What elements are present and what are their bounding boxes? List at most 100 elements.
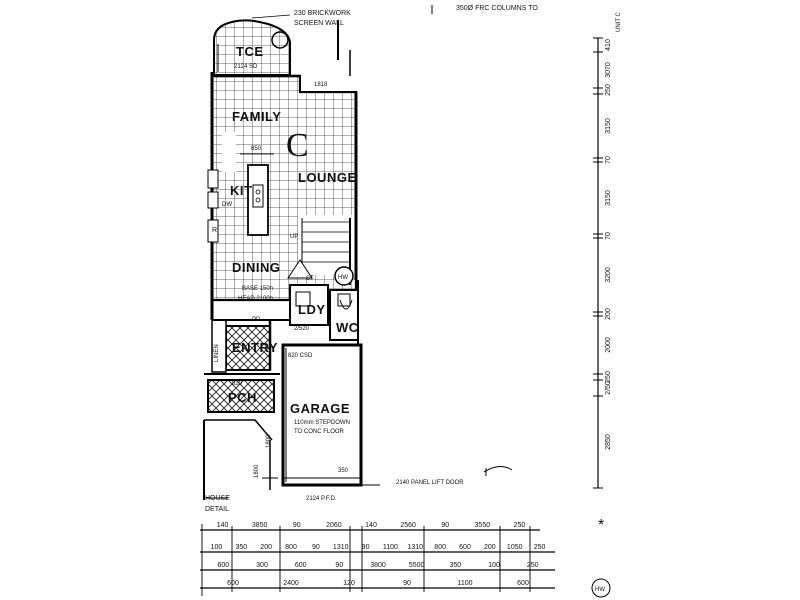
terrace-area: [213, 19, 291, 76]
right-dim-1: 3070: [605, 62, 612, 78]
stepdown-note-2: TO CONC FLOOR: [294, 429, 345, 435]
right-dim-2: 250: [605, 84, 612, 96]
house-note-2: DETAIL: [205, 506, 229, 513]
right-dimension-labels: 4103070250315070315070320020020002502/50…: [605, 39, 612, 450]
room-linen: LINEN: [214, 344, 220, 362]
bottom-dim-r4-3: 90: [403, 580, 411, 587]
kitchen-bench: [207, 169, 219, 243]
right-dim-6: 70: [605, 232, 612, 240]
garage-area: [281, 343, 363, 487]
ldy-dim-note: 2/520: [294, 326, 310, 332]
room-family: FAMILY: [232, 109, 281, 124]
base-note: BASE 150h: [242, 286, 273, 292]
panel-door-note: 2140 PANEL LIFT DOOR: [396, 480, 464, 486]
bottom-dim-r2-0: 100: [211, 544, 223, 551]
right-dim-11: 2/50: [605, 381, 612, 395]
bottom-dim-r2-12: 1050: [507, 544, 523, 551]
csd-note: 820 CSD: [288, 353, 313, 359]
wc-area: [329, 289, 359, 341]
up-note: UP: [290, 234, 298, 240]
laundry-area: [287, 259, 354, 326]
bottom-dim-r4-0: 600: [227, 580, 239, 587]
family-dim-note: 1818: [314, 82, 328, 88]
room-wc: WC: [336, 320, 359, 335]
right-dim-7: 3200: [605, 267, 612, 283]
right-dim-10: 250: [605, 371, 612, 383]
room-pch: PCH: [228, 390, 257, 405]
bottom-dim-r1-2: 90: [293, 522, 301, 529]
living-area-floor: [210, 74, 358, 302]
unit-letter: C: [286, 127, 309, 164]
bottom-dim-r2-1: 350: [235, 544, 247, 551]
panel-door-line: [361, 5, 513, 486]
stepdown-note-1: 110mm STEPDOWN: [294, 420, 350, 426]
house-detail-walls: [203, 419, 278, 500]
bottom-dim-r2-11: 200: [484, 544, 496, 551]
bottom-dim-r4-5: 600: [517, 580, 529, 587]
bottom-dim-r2-5: 1310: [333, 544, 349, 551]
bottom-dim-r3-6: 350: [449, 562, 461, 569]
room-entry: ENTRY: [232, 340, 278, 355]
bottom-dim-r1-7: 3550: [475, 522, 491, 529]
bottom-dim-r1-1: 3850: [252, 522, 268, 529]
bottom-dim-r4-1: 2400: [283, 580, 299, 587]
room-tce: TCE: [236, 44, 264, 59]
room-dining: DINING: [232, 260, 281, 275]
tce-door-note: 2124 SD: [234, 64, 258, 70]
entry-area: [211, 319, 290, 373]
bottom-dim-r1-8: 250: [514, 522, 526, 529]
right-dim-9: 2000: [605, 337, 612, 353]
bottom-dim-r2-4: 90: [312, 544, 320, 551]
hw-note: HW: [338, 275, 348, 281]
unit-c-label: UNIT C: [616, 11, 622, 32]
bottom-dim-r2-2: 200: [260, 544, 272, 551]
dim-1800-lower: 1800: [254, 464, 260, 478]
brickwork-note: 230 BRICKWORK: [294, 10, 351, 17]
bottom-dim-r1-5: 2560: [400, 522, 416, 529]
bottom-dim-r4-4: 1100: [457, 580, 472, 587]
bottom-dimension-lines: [200, 524, 555, 596]
bottom-dim-r2-7: 1100: [383, 544, 398, 551]
room-lounge: LOUNGE: [298, 170, 357, 185]
room-kit: KIT: [230, 183, 252, 198]
garage-pfd-note: 2124 P.F.D.: [306, 496, 337, 502]
bottom-dim-r1-3: 2060: [326, 522, 342, 529]
bottom-dim-r3-5: 5500: [409, 562, 425, 569]
bottom-dim-r3-7: 100: [488, 562, 500, 569]
bottom-dim-r3-4: 3800: [370, 562, 386, 569]
dw-note: DW: [222, 202, 232, 208]
pch-dim-note: 820: [232, 381, 243, 387]
hw-stamp-circle: [591, 578, 611, 598]
st-note: ST: [306, 276, 314, 282]
bottom-dim-r3-2: 600: [295, 562, 307, 569]
asterisk-mark: *: [598, 517, 604, 534]
house-note-1: HOUSE: [205, 495, 230, 502]
bottom-dim-r2-13: 250: [534, 544, 546, 551]
right-dimension-line: [593, 37, 603, 489]
right-dim-3: 3150: [605, 118, 612, 134]
bottom-dim-r2-8: 1310: [407, 544, 423, 551]
bottom-dim-r4-2: 120: [343, 580, 355, 587]
bottom-dim-r2-9: 800: [434, 544, 446, 551]
bottom-dim-r3-1: 300: [256, 562, 268, 569]
bottom-dim-r1-6: 90: [441, 522, 449, 529]
bottom-dim-r3-0: 600: [217, 562, 229, 569]
porch-area: [204, 373, 280, 413]
hw-stamp: HW: [595, 587, 605, 593]
garage-350-note: 350: [338, 468, 349, 474]
bottom-dim-r1-4: 140: [365, 522, 377, 529]
kitchen-island: [240, 153, 274, 236]
dim-1800-upper: 1800: [266, 434, 272, 448]
right-dim-5: 3150: [605, 190, 612, 206]
bottom-dim-r2-3: 800: [285, 544, 297, 551]
head-note: HEAD 2100h: [238, 296, 273, 302]
screen-wall-note: SCREEN WALL: [294, 20, 344, 27]
right-dim-4: 70: [605, 156, 612, 164]
columns-note: 350Ø FRC COLUMNS TO: [456, 5, 538, 12]
r-note: R: [212, 227, 217, 234]
pd-note: PD: [252, 317, 261, 323]
right-dim-0: 410: [605, 39, 612, 51]
bottom-dim-r3-3: 90: [335, 562, 343, 569]
